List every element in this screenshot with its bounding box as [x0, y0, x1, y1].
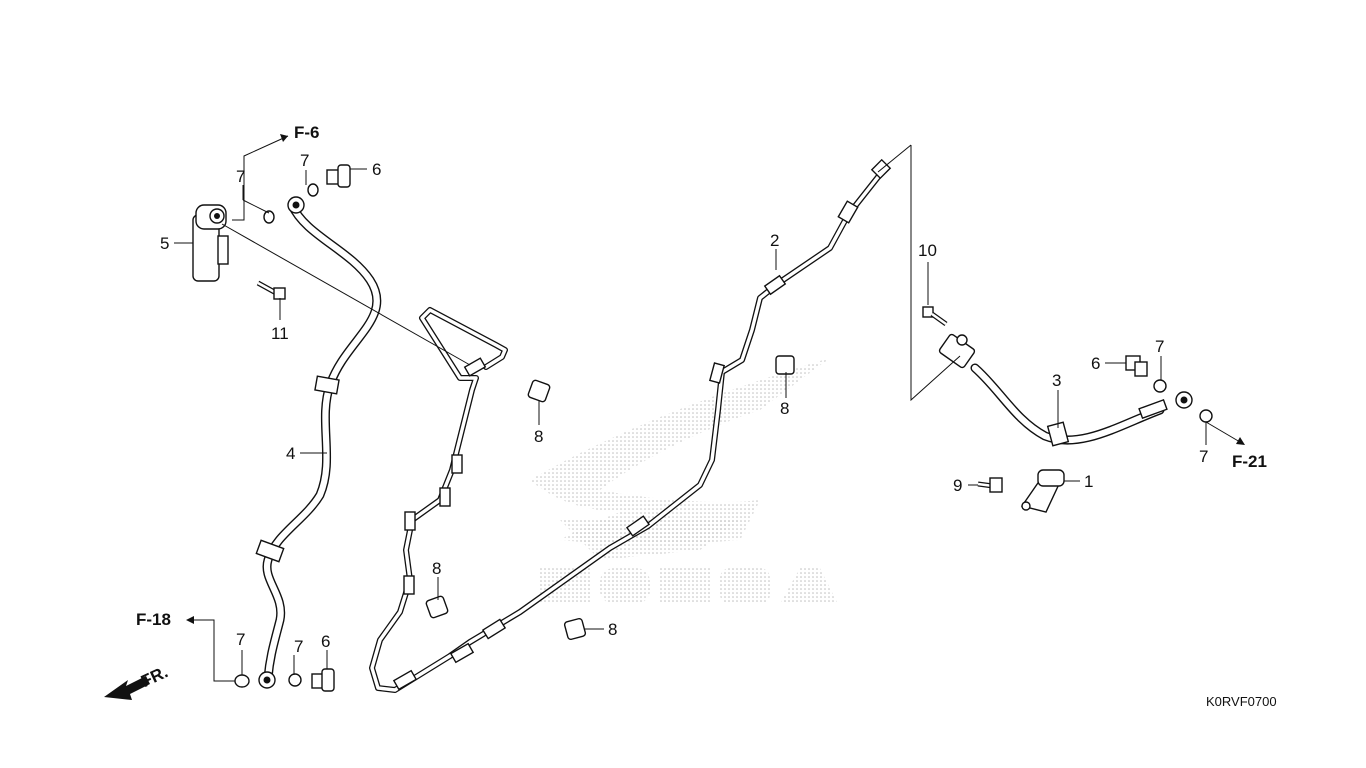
- honda-wordmark-watermark: [540, 568, 838, 604]
- front-direction-arrow-icon: [104, 676, 150, 700]
- callout-6-bottom: 6: [321, 632, 330, 651]
- callout-8-d: 8: [608, 620, 617, 639]
- callout-7-bottom-left: 7: [236, 630, 245, 649]
- callout-5: 5: [160, 234, 169, 253]
- reference-arrow-f21: [1205, 421, 1245, 445]
- callout-9: 9: [953, 476, 962, 495]
- callout-7-top-left: 7: [236, 167, 245, 186]
- oil-bolt-part-6-right: [1125, 355, 1148, 377]
- callout-11: 11: [271, 324, 289, 343]
- leader-lines: [174, 144, 1207, 675]
- bolt-part-11: [256, 280, 286, 300]
- reference-arrow-f18: [186, 616, 235, 682]
- callout-6-right: 6: [1091, 354, 1100, 373]
- diagram-code: K0RVF0700: [1206, 694, 1277, 709]
- callout-1: 1: [1084, 472, 1093, 491]
- hose-part-4: [255, 196, 382, 689]
- brake-pipe-part-2: [369, 158, 892, 693]
- callout-3: 3: [1052, 371, 1061, 390]
- callout-8-a: 8: [534, 427, 543, 446]
- joint-fitting-part-5: [192, 204, 229, 282]
- hose-part-3: [938, 333, 1193, 447]
- callout-7-top-middle: 7: [300, 151, 309, 170]
- reference-arrow-f6: [232, 134, 289, 221]
- reference-label-f18: F-18: [136, 610, 171, 629]
- washer-part-7-group: [234, 183, 1213, 688]
- callout-4: 4: [286, 444, 295, 463]
- reference-label-f6: F-6: [294, 123, 320, 142]
- callout-2: 2: [770, 231, 779, 250]
- oil-bolt-part-6-bottom: [311, 668, 335, 692]
- clip-part-8-group: [425, 355, 795, 641]
- callout-7-right: 7: [1155, 337, 1164, 356]
- callout-7-bottom-middle: 7: [294, 637, 303, 656]
- callout-8-b: 8: [780, 399, 789, 418]
- reference-label-f21: F-21: [1232, 452, 1267, 471]
- clamp-part-1: [1020, 469, 1065, 513]
- bolt-part-10: [922, 306, 948, 327]
- callout-10: 10: [918, 241, 937, 260]
- callout-7-far-right: 7: [1199, 447, 1208, 466]
- bolt-part-9: [977, 477, 1003, 493]
- callout-8-c: 8: [432, 559, 441, 578]
- oil-bolt-part-6-top: [326, 164, 351, 188]
- honda-wing-watermark: [530, 358, 830, 560]
- callout-6-top: 6: [372, 160, 381, 179]
